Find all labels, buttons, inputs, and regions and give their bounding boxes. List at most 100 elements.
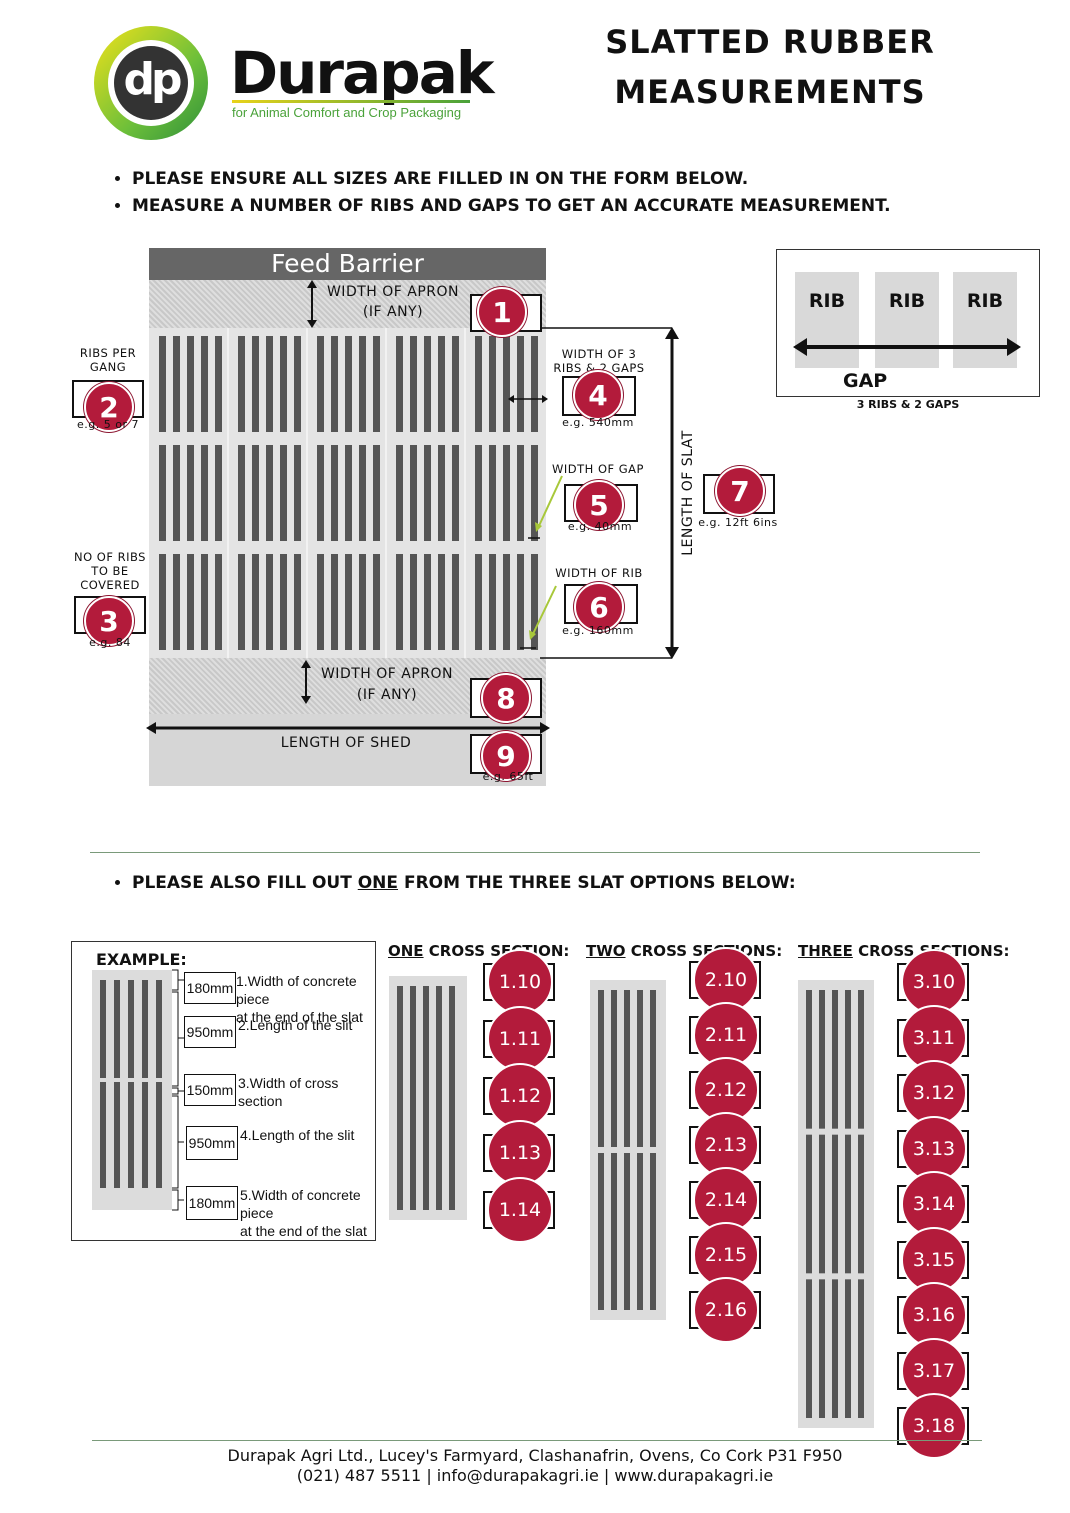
legend-rib [953, 272, 1017, 368]
slat-rib [187, 554, 194, 650]
width-3-ribs-example: e.g. 540mm [562, 416, 634, 429]
width-rib-pointer-icon [520, 585, 557, 649]
slat-rib [266, 336, 273, 432]
slat-rib [489, 554, 496, 650]
apron-bottom-arrow-icon [301, 660, 311, 704]
slat-rib [475, 554, 482, 650]
no-of-ribs-label: NO OF RIBS TO BE COVERED [73, 550, 146, 592]
option-field-badge: 3.17 [901, 1337, 967, 1404]
slat-rib [215, 445, 222, 541]
no-of-ribs-example: e.g. 84 [89, 636, 131, 649]
apron-top-arrow-icon [307, 280, 317, 328]
slat-rib [280, 554, 287, 650]
shed-diagram: Feed Barrier [149, 248, 546, 786]
example-value-1: 180mm [184, 972, 236, 1004]
brand-underline [232, 100, 470, 103]
logo-mark-icon [94, 26, 208, 140]
slat-rib [201, 554, 208, 650]
three-cross-sections-heading: THREE CROSS SECTIONS: [798, 942, 1010, 960]
slat-rib [280, 445, 287, 541]
slat-rib [252, 554, 259, 650]
option-slat-rib [449, 986, 455, 1210]
slat-rib [475, 336, 482, 432]
option-field-badge: 2.13 [693, 1112, 759, 1178]
width-gap-pointer-icon [528, 475, 563, 539]
legend-caption: 3 RIBS & 2 GAPS [856, 398, 960, 411]
slat-rib [489, 445, 496, 541]
slat-rib [503, 336, 510, 432]
slat-rib [503, 445, 510, 541]
shed-length-arrow-icon [146, 722, 550, 734]
slat-rib [531, 554, 538, 650]
example-desc-4: 4.Length of the slit [240, 1127, 355, 1143]
one-slat [389, 976, 467, 1220]
feed-barrier-label: Feed Barrier [271, 249, 424, 278]
footer-contact: (021) 487 5511 | info@durapakagri.ie | w… [296, 1466, 774, 1485]
slat-ribs [159, 328, 538, 658]
option-slat-rib [819, 990, 825, 1129]
instructions: PLEASE ENSURE ALL SIZES ARE FILLED IN ON… [112, 166, 891, 220]
slat-rib [317, 554, 324, 650]
option-slat-rib [598, 990, 604, 1147]
width-3-ribs-arrow-icon [508, 395, 548, 403]
slat-rib [173, 554, 180, 650]
slat-rib [331, 554, 338, 650]
width-rib-label: WIDTH OF RIB [555, 566, 643, 580]
width-rib-example: e.g. 160mm [562, 624, 634, 637]
shed-length-label: LENGTH OF SHED [280, 735, 412, 751]
gang-divider [227, 328, 229, 658]
footer: Durapak Agri Ltd., Lucey's Farmyard, Cla… [0, 1446, 1070, 1486]
option-slat-rib [624, 990, 630, 1147]
gang-divider [464, 328, 466, 658]
slat-rib [359, 445, 366, 541]
field-9-badge: 9 [481, 731, 531, 781]
gang-divider [385, 328, 387, 658]
example-slat-rib [114, 1082, 120, 1188]
footer-address: Durapak Agri Ltd., Lucey's Farmyard, Cla… [227, 1446, 843, 1465]
slat-rib [187, 445, 194, 541]
option-field-badge: 3.18 [901, 1393, 967, 1459]
option-slat-rib [598, 1153, 604, 1310]
slat-rib [331, 445, 338, 541]
example-slat-rib [156, 980, 162, 1078]
slat-rib [396, 554, 403, 650]
slat-rib [280, 336, 287, 432]
option-slat-rib [650, 990, 656, 1147]
brand-name: Durapak [230, 39, 494, 107]
width-3-ribs-label: WIDTH OF 3 RIBS & 2 GAPS [553, 347, 645, 375]
gang-divider [306, 328, 308, 658]
example-slat-rib [114, 980, 120, 1078]
slat-rib [252, 336, 259, 432]
example-value-5: 180mm [186, 1186, 238, 1220]
slat-rib [396, 445, 403, 541]
field-5-badge: 5 [574, 480, 624, 530]
example-panel: EXAMPLE: 180mm 1.Width of concrete piece… [71, 941, 376, 1241]
three-slat [798, 980, 874, 1428]
slat-rib [475, 445, 482, 541]
slat-rib [345, 336, 352, 432]
example-slat-rib [128, 1082, 134, 1188]
option-slat-rib [436, 986, 442, 1210]
option-slat-rib [806, 990, 812, 1129]
slat-rib [215, 554, 222, 650]
example-slat-ribs [100, 980, 162, 1188]
option-field-badge: 3.13 [901, 1115, 967, 1182]
slat-rib [159, 336, 166, 432]
option-slat-rib [611, 990, 617, 1147]
slat-length-label: LENGTH OF SLAT [680, 430, 696, 556]
one-slat-ribs [397, 986, 455, 1210]
example-desc-5: 5.Width of concrete piece at the end of … [240, 1187, 367, 1239]
option-slat-rib [858, 1279, 864, 1418]
example-value-2: 950mm [184, 1016, 236, 1048]
divider [90, 852, 980, 853]
example-bracket-icon [172, 969, 184, 1211]
two-cross-sections-heading: TWO CROSS SECTIONS: [586, 942, 783, 960]
legend-rib-label: RIB [808, 290, 846, 312]
option-slat-rib [397, 986, 403, 1210]
field-7-badge: 7 [715, 466, 765, 516]
slat-rib [517, 445, 524, 541]
three-slat-ribs [806, 990, 864, 1418]
field-8-badge: 8 [481, 673, 531, 723]
slat-rib [294, 445, 301, 541]
slat-rib [359, 336, 366, 432]
